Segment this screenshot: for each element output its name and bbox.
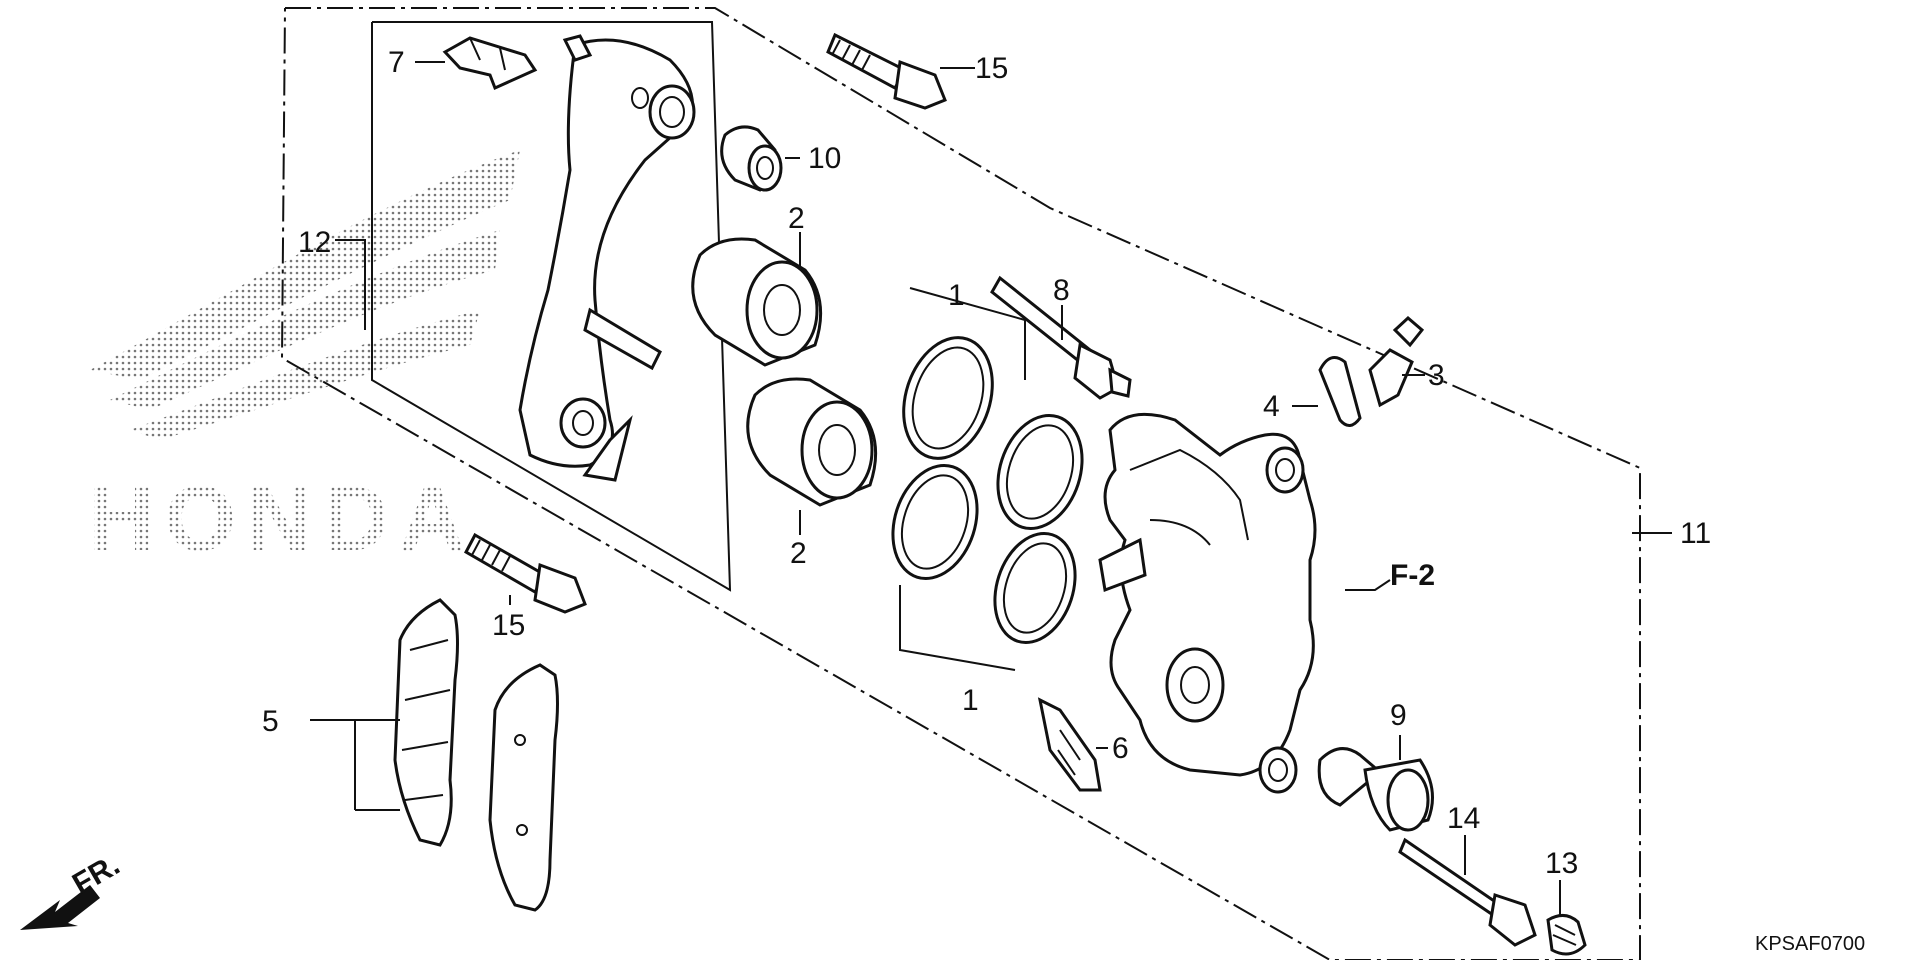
callout-15-top: 15 (975, 52, 1008, 85)
callout-13: 13 (1545, 847, 1578, 880)
reference-label: F-2 (1390, 559, 1435, 592)
callout-3: 3 (1428, 359, 1445, 392)
diagram-code: KPSAF0700 (1755, 933, 1865, 955)
piston-upper (691, 237, 823, 367)
callout-2-bottom: 2 (790, 537, 807, 570)
callout-14: 14 (1447, 802, 1480, 835)
watermark-text: HONDA (88, 468, 475, 570)
leader-lines (310, 61, 1672, 915)
caliper-bracket (518, 34, 696, 482)
front-direction-arrow (20, 885, 100, 930)
callout-9: 9 (1390, 699, 1407, 732)
pin-boot (720, 125, 783, 192)
callout-6: 6 (1112, 732, 1129, 765)
piston-lower (746, 377, 878, 507)
bleeder-cap (1318, 356, 1362, 427)
bleeder-screw (1368, 315, 1425, 408)
honda-wing-logo: HONDA (88, 150, 520, 570)
caliper-body (1098, 412, 1317, 794)
flange-bolt-top (826, 32, 947, 110)
pad-spring-clip (442, 36, 538, 91)
pad-pin (1398, 837, 1537, 947)
callout-1-bottom: 1 (962, 684, 979, 717)
callout-15-bottom: 15 (492, 609, 525, 642)
bracket-outline (371, 21, 732, 592)
pad-pin-plug (1546, 914, 1587, 956)
callout-4: 4 (1263, 390, 1280, 423)
brake-pads (393, 598, 559, 912)
front-marker-label: FR. (67, 848, 125, 901)
callout-1-top: 1 (948, 279, 965, 312)
callout-5: 5 (262, 705, 279, 738)
slide-pin-bolt (990, 275, 1132, 400)
caliper-pin (1317, 747, 1434, 832)
callout-11: 11 (1680, 517, 1711, 550)
callout-2-top: 2 (788, 202, 805, 235)
piston-seals (891, 336, 1084, 645)
assembly-outline (280, 7, 1641, 960)
callout-8: 8 (1053, 274, 1070, 307)
callout-12: 12 (298, 226, 331, 259)
callout-10: 10 (808, 142, 841, 175)
pad-spring (1037, 697, 1102, 792)
flange-bolt-bottom (463, 532, 587, 614)
callout-7: 7 (388, 46, 405, 79)
